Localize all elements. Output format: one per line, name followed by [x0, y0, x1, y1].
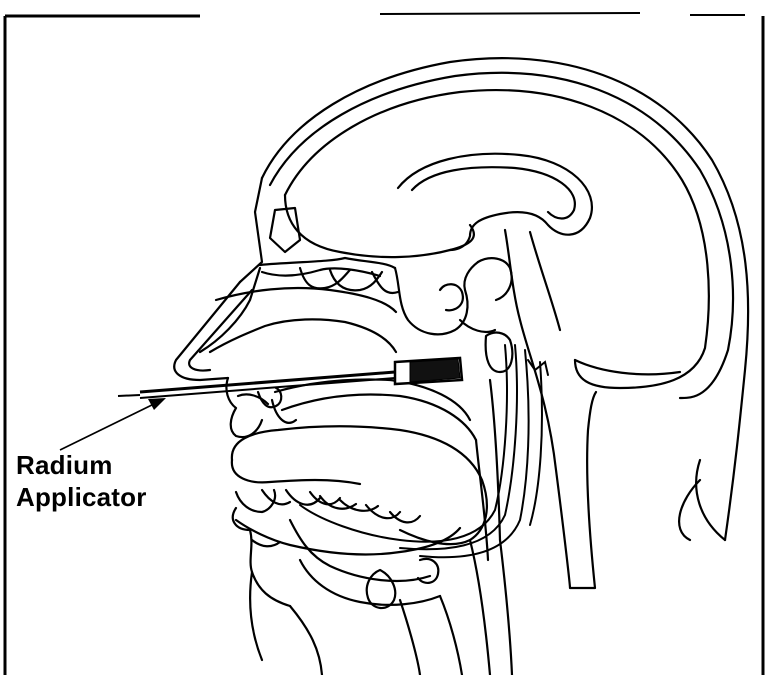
head-outline — [174, 58, 748, 588]
label-leader-arrow — [60, 398, 166, 450]
radium-applicator — [118, 358, 462, 398]
radium-applicator-label-line1: Radium — [16, 450, 113, 480]
oral-anatomy — [226, 378, 512, 675]
radium-applicator-label-line2: Applicator — [16, 482, 147, 512]
